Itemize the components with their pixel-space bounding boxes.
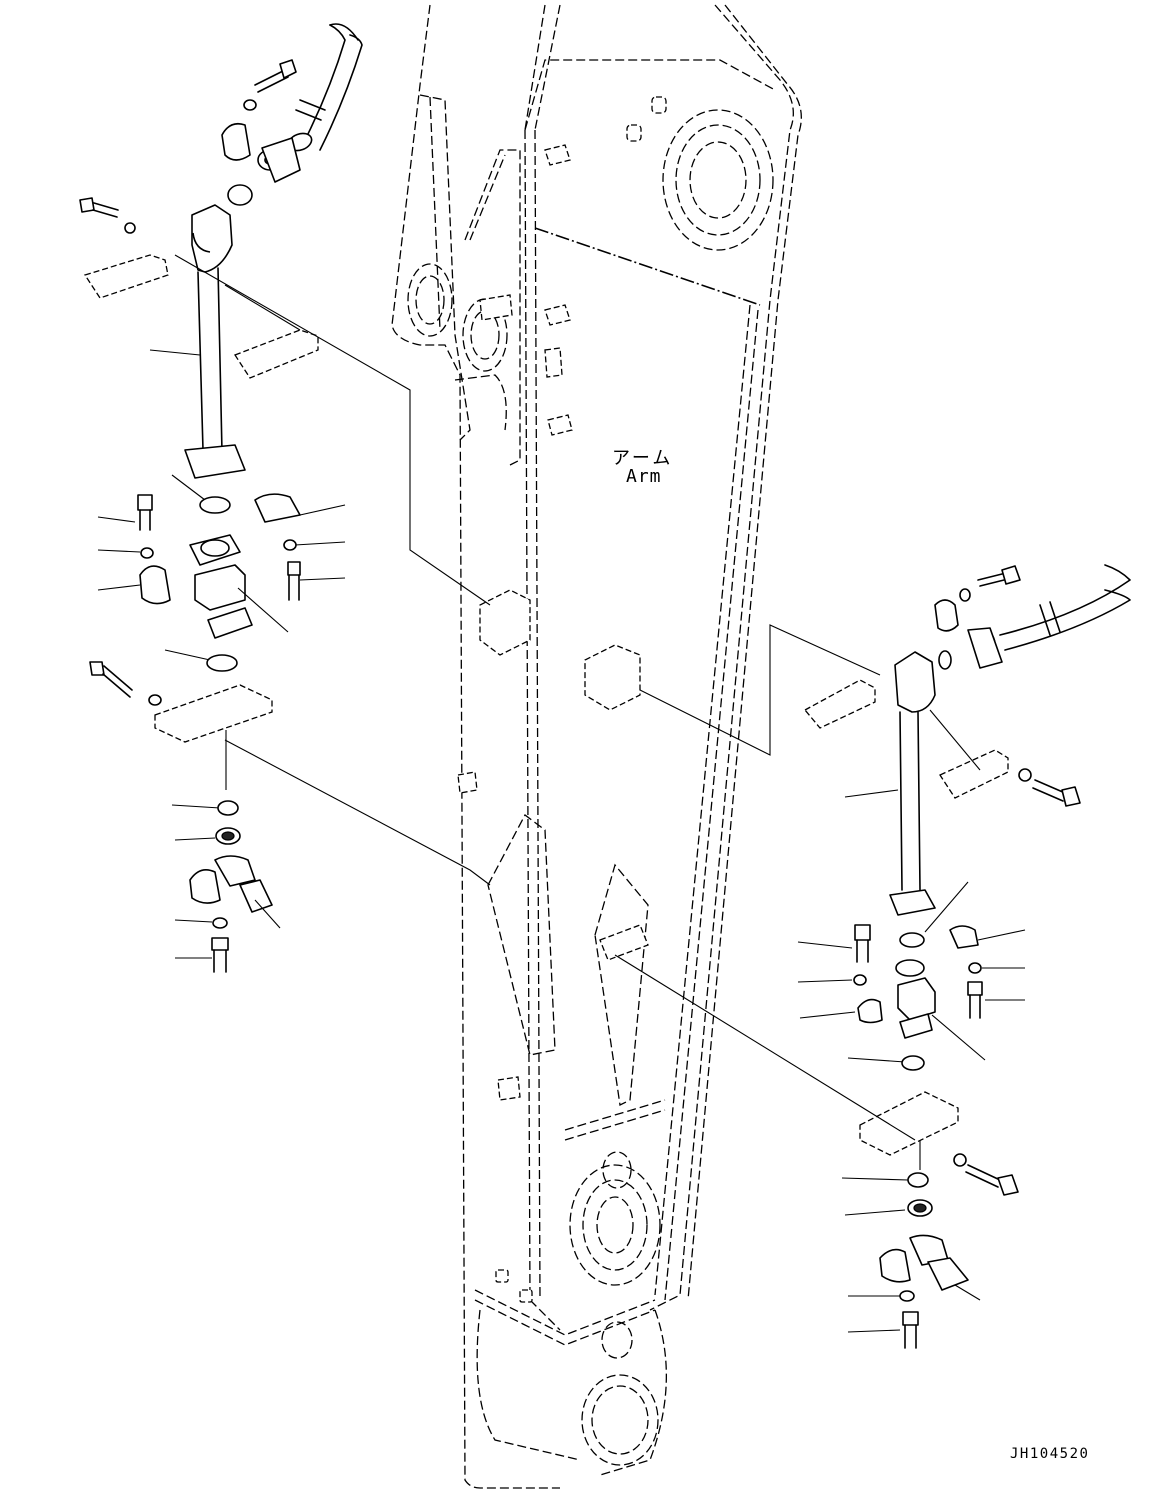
arm-label-en: Arm <box>626 466 662 487</box>
arm-body <box>391 4 802 1489</box>
right-assembly <box>614 564 1131 1349</box>
left-assembly <box>79 23 491 973</box>
left-hose <box>287 23 363 152</box>
arm-label-jp: アーム <box>612 448 674 469</box>
drawing-code: JH104520 <box>1010 1446 1090 1462</box>
